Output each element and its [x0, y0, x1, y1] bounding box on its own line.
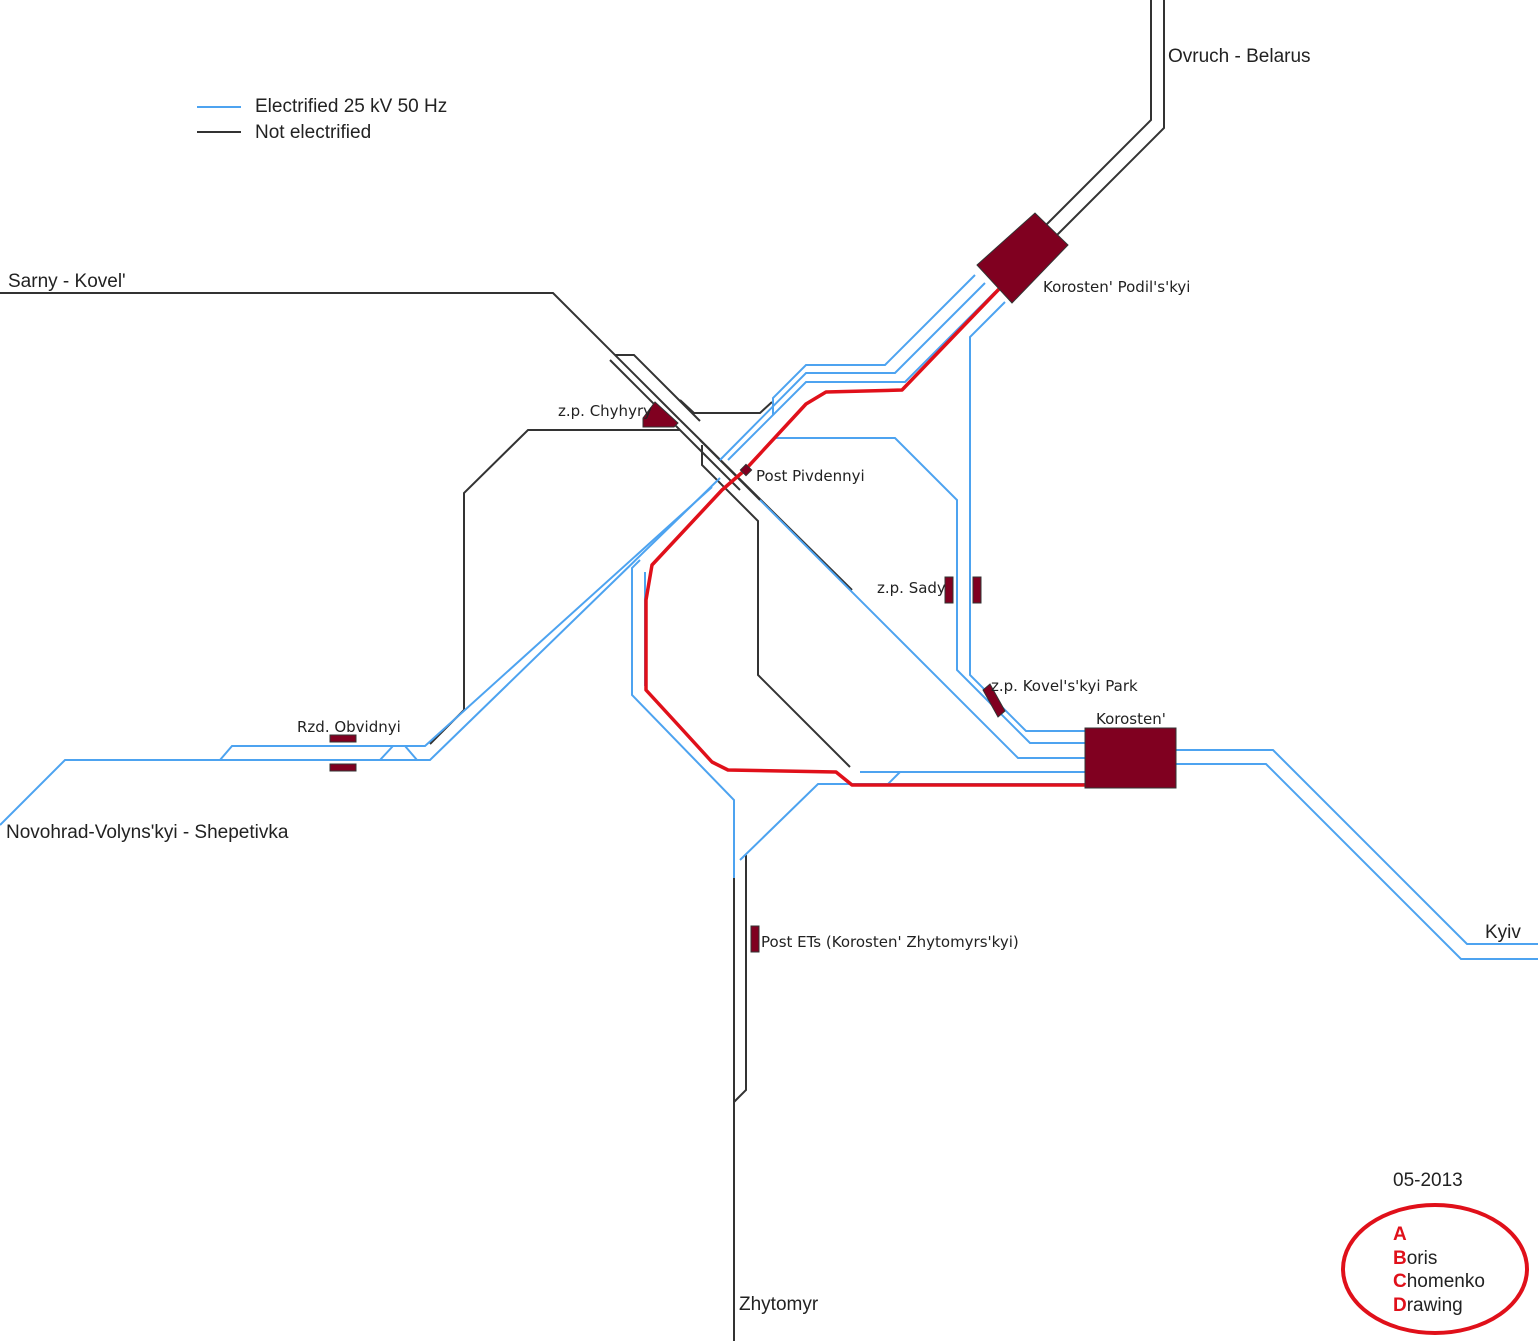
station-sady-west[interactable]	[944, 576, 954, 604]
direction-labels: Ovruch - Belarus Sarny - Kovel' Novohrad…	[6, 46, 1521, 1315]
legend-electrified-label: Electrified 25 kV 50 Hz	[255, 96, 447, 117]
stations	[329, 212, 1177, 953]
highlighted-route	[644, 286, 1085, 787]
line-podilskyi-south-1	[969, 301, 1085, 732]
station-sady-east[interactable]	[972, 576, 982, 604]
line-korosten-approach-1	[774, 437, 1085, 744]
station-labels: Korosten' Podil's'kyi Korosten' z.p. Chy…	[297, 278, 1190, 951]
label-novohrad-shepetivka: Novohrad-Volyns'kyi - Shepetivka	[6, 822, 289, 843]
line-sarny-kovel	[0, 292, 681, 421]
line-zhytomyr-second-track	[733, 855, 747, 1103]
station-korosten-podilskyi[interactable]	[976, 212, 1069, 304]
author-credit: 05-2013 A Boris Chomenko Drawing	[1341, 1170, 1529, 1335]
line-podilskyi-sw-1	[772, 274, 976, 415]
credit-line-b: Boris	[1393, 1248, 1437, 1269]
label-sady: z.p. Sady	[877, 579, 946, 597]
station-korosten[interactable]	[1084, 727, 1177, 789]
label-kovelskyi-park: z.p. Kovel's'kyi Park	[991, 677, 1138, 695]
line-ovruch-west-track	[1045, 0, 1152, 226]
line-chyhyry-top-link	[679, 399, 773, 414]
label-obvidnyi: Rzd. Obvidnyi	[297, 718, 401, 736]
line-ets-to-korosten	[739, 783, 1085, 861]
label-post-ets: Post ETs (Korosten' Zhytomyrs'kyi)	[761, 933, 1019, 951]
label-sarny-kovel: Sarny - Kovel'	[8, 271, 126, 292]
line-shepetivka-main	[0, 477, 721, 826]
credit-line-a: A	[1393, 1224, 1407, 1245]
line-kyiv-2	[1176, 763, 1538, 960]
label-pivdennyi: Post Pivdennyi	[756, 467, 865, 485]
station-pivdennyi[interactable]	[739, 463, 753, 477]
station-post-ets[interactable]	[750, 925, 760, 953]
line-kyiv-1	[1176, 749, 1538, 945]
line-korosten-approach-2	[759, 499, 1085, 759]
station-obvidnyi-south[interactable]	[329, 763, 357, 772]
line-diagonal-to-korosten-2	[699, 439, 761, 501]
line-podilskyi-sw-2	[719, 282, 986, 461]
line-obvidnyi-link	[379, 745, 418, 761]
line-link-short	[887, 771, 901, 785]
station-obvidnyi-north[interactable]	[329, 734, 357, 743]
legend: Electrified 25 kV 50 Hz Not electrified	[197, 96, 447, 143]
label-korosten-podilskyi: Korosten' Podil's'kyi	[1043, 278, 1190, 296]
label-chyhyry: z.p. Chyhyry	[558, 402, 652, 420]
station-kovelskyi-park[interactable]	[982, 683, 1006, 718]
label-korosten: Korosten'	[1096, 710, 1166, 728]
drawing-date: 05-2013	[1393, 1170, 1463, 1191]
line-shepetivka-second	[219, 486, 713, 761]
legend-not-electrified-label: Not electrified	[255, 122, 371, 143]
line-chyhyry-upper-track	[615, 354, 701, 422]
line-western-loop	[429, 429, 680, 745]
line-southern-loop	[631, 559, 735, 878]
label-ovruch-belarus: Ovruch - Belarus	[1168, 46, 1311, 67]
label-zhytomyr: Zhytomyr	[739, 1294, 819, 1315]
line-ovruch-east-track	[1055, 0, 1165, 237]
label-kyiv: Kyiv	[1485, 922, 1521, 943]
line-podilskyi-sw-3	[727, 291, 996, 461]
credit-line-c: Chomenko	[1393, 1271, 1485, 1292]
credit-ellipse	[1341, 1203, 1529, 1335]
line-inner-loop	[701, 445, 851, 768]
station-chyhyry[interactable]	[642, 401, 679, 428]
credit-line-d: Drawing	[1393, 1295, 1463, 1316]
non-electrified-lines	[0, 0, 1165, 1341]
electrified-lines	[0, 274, 1538, 960]
